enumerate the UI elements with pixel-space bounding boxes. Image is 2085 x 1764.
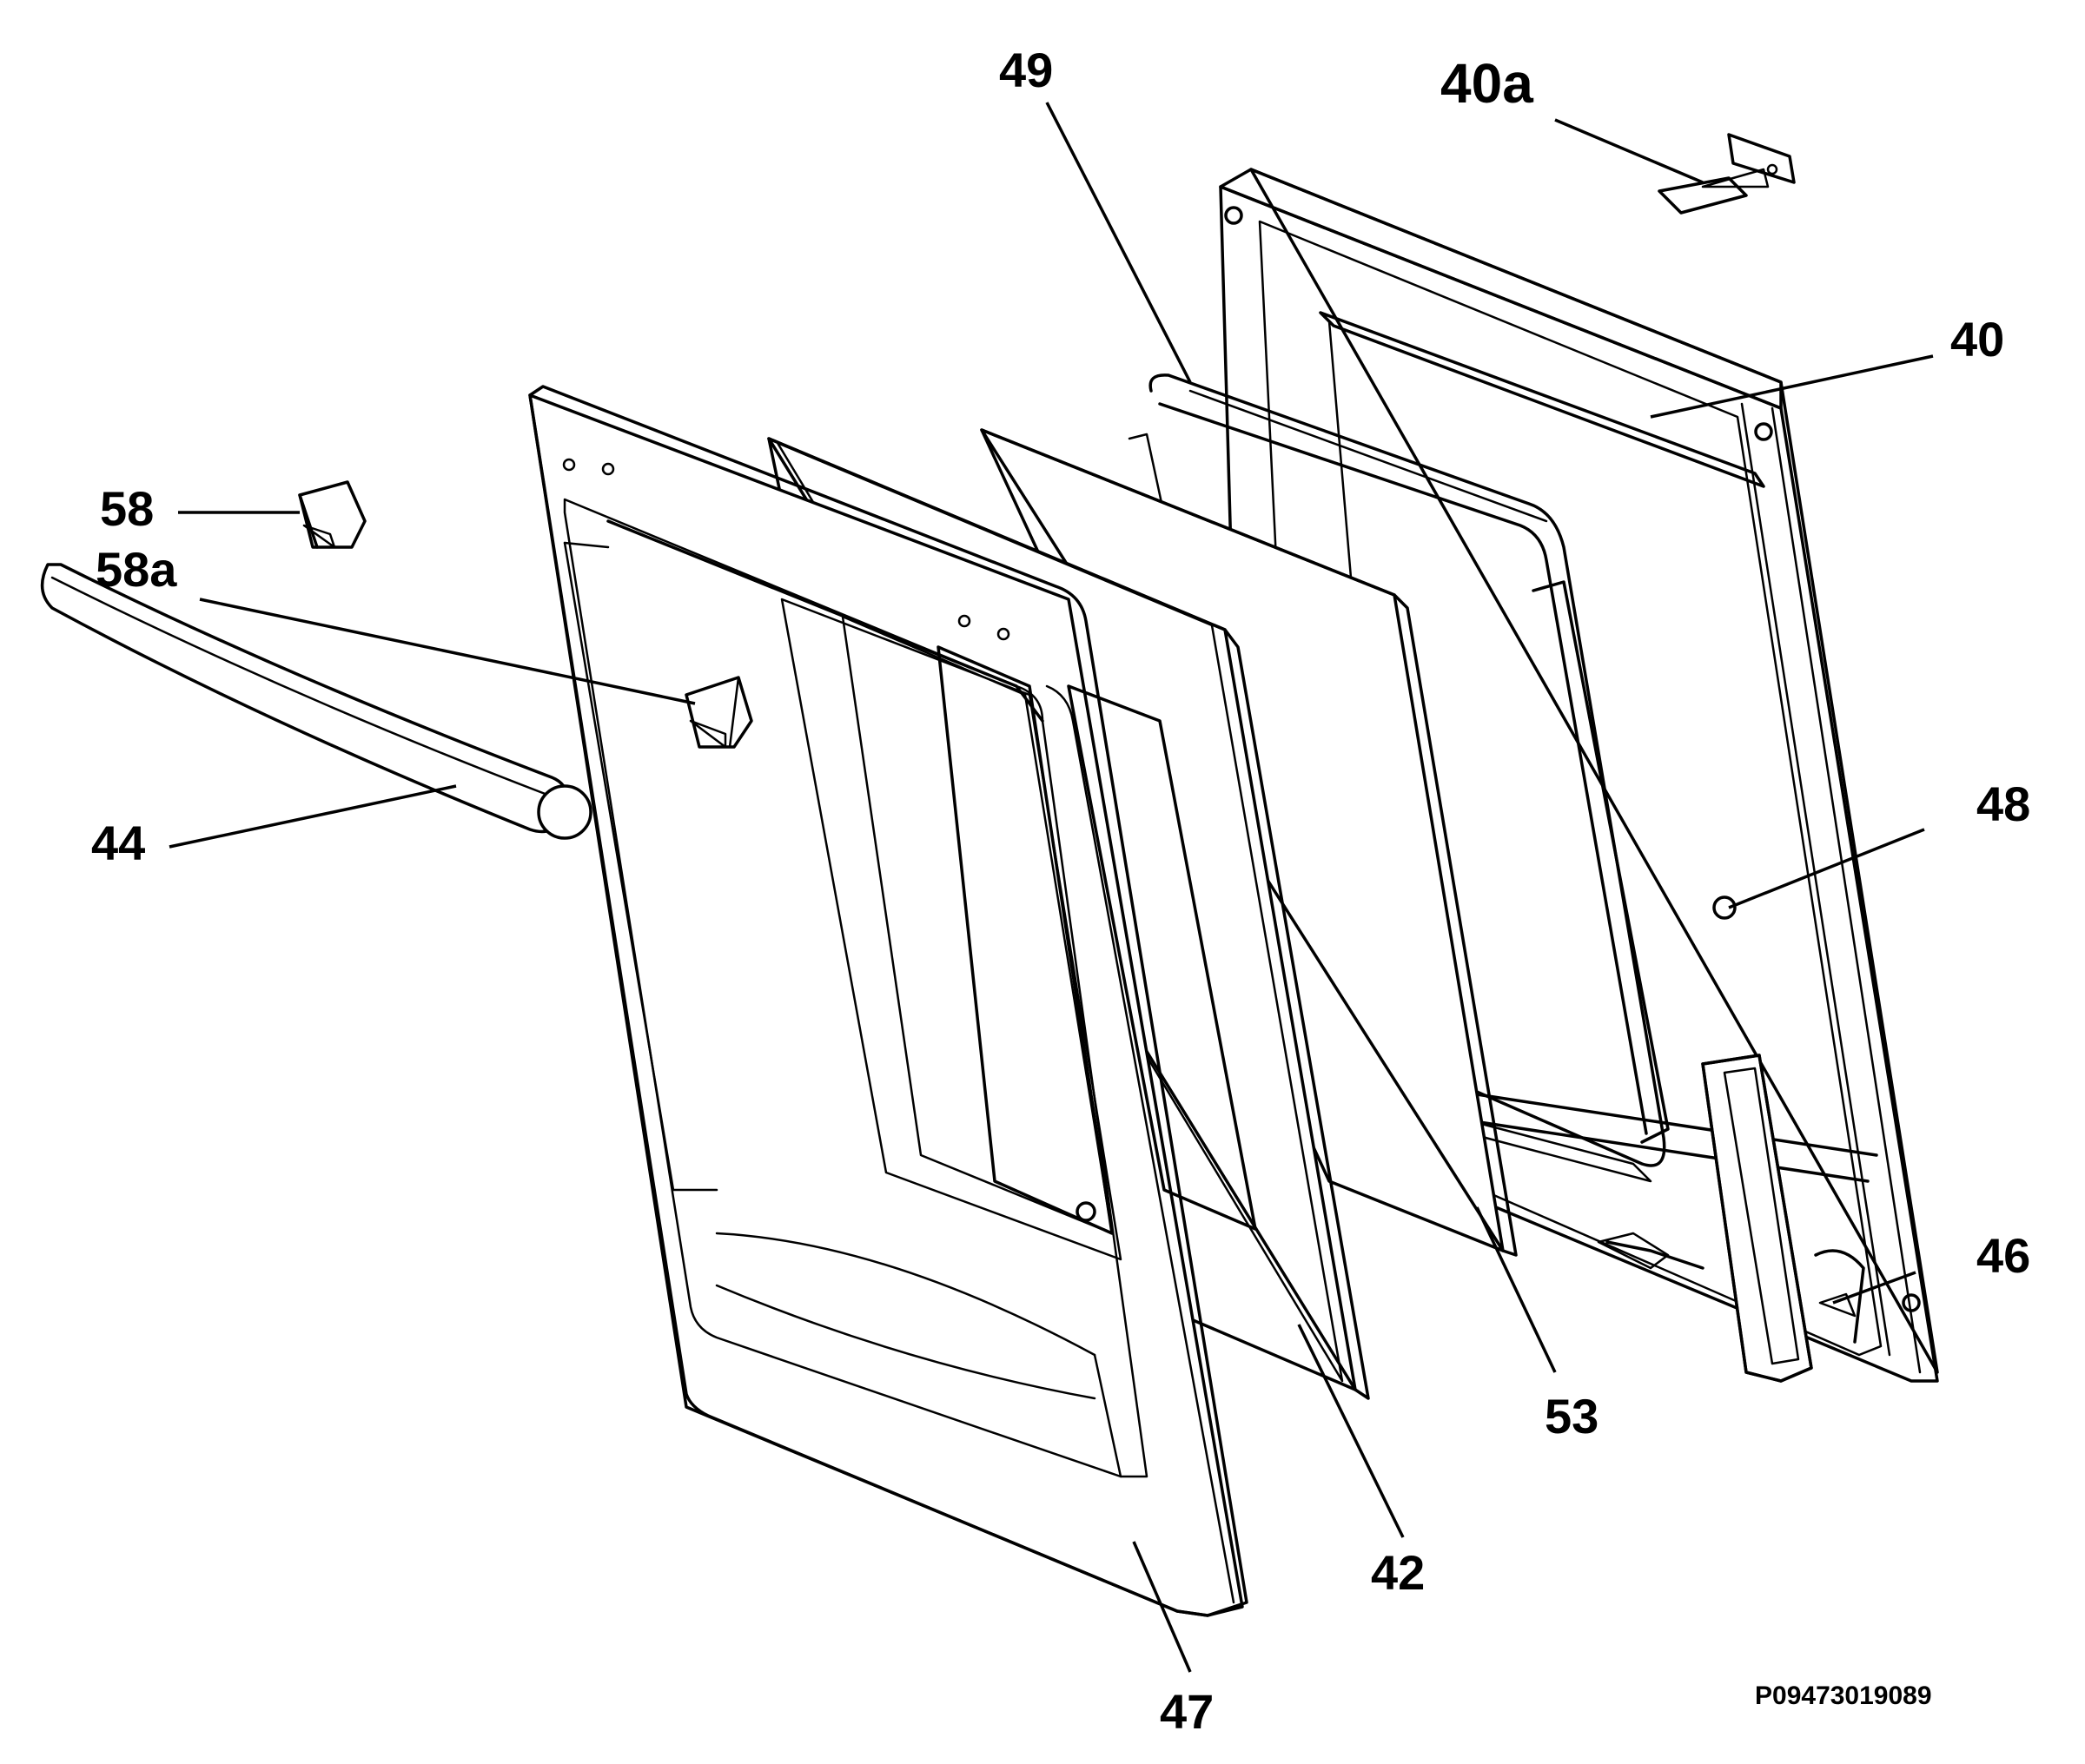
drawing-code: P09473019089 [1755, 1681, 1932, 1710]
part-47-outer-door-panel [528, 385, 1257, 1617]
callout-49: 49 [999, 43, 1053, 97]
callout-58: 58 [100, 481, 154, 536]
part-46-hinge [1701, 1054, 1865, 1383]
leader-46 [1832, 1271, 1916, 1305]
callout-53: 53 [1545, 1389, 1598, 1444]
leader-lines [169, 102, 1934, 1673]
leader-40 [1650, 354, 1934, 419]
callout-46: 46 [1976, 1228, 2030, 1283]
callout-40: 40 [1950, 312, 2004, 367]
callout-labels: 40a 49 40 58 58a 44 48 46 53 42 47 P0947… [91, 43, 2030, 1739]
leader-53 [1475, 1206, 1557, 1373]
part-48-screw [1712, 895, 1737, 920]
part-58a-end-cap [685, 676, 753, 749]
part-58-end-cap [298, 480, 367, 549]
callout-58a: 58a [96, 542, 177, 597]
leader-47 [1132, 1541, 1192, 1673]
callout-48: 48 [1976, 776, 2030, 831]
leader-49 [1045, 102, 1192, 383]
leader-58a [199, 598, 696, 705]
part-40a-hinge-clip [1658, 133, 1796, 215]
callout-40a: 40a [1440, 52, 1533, 115]
leader-40a [1554, 118, 1704, 184]
part-44-handle-bar [40, 563, 592, 840]
callout-44: 44 [91, 816, 145, 870]
callout-42: 42 [1371, 1545, 1425, 1600]
leader-44 [169, 784, 457, 849]
part-40-door-frame [1219, 168, 1939, 1383]
callout-47: 47 [1160, 1684, 1214, 1739]
leader-48 [1728, 828, 1925, 909]
leader-42 [1297, 1324, 1405, 1538]
